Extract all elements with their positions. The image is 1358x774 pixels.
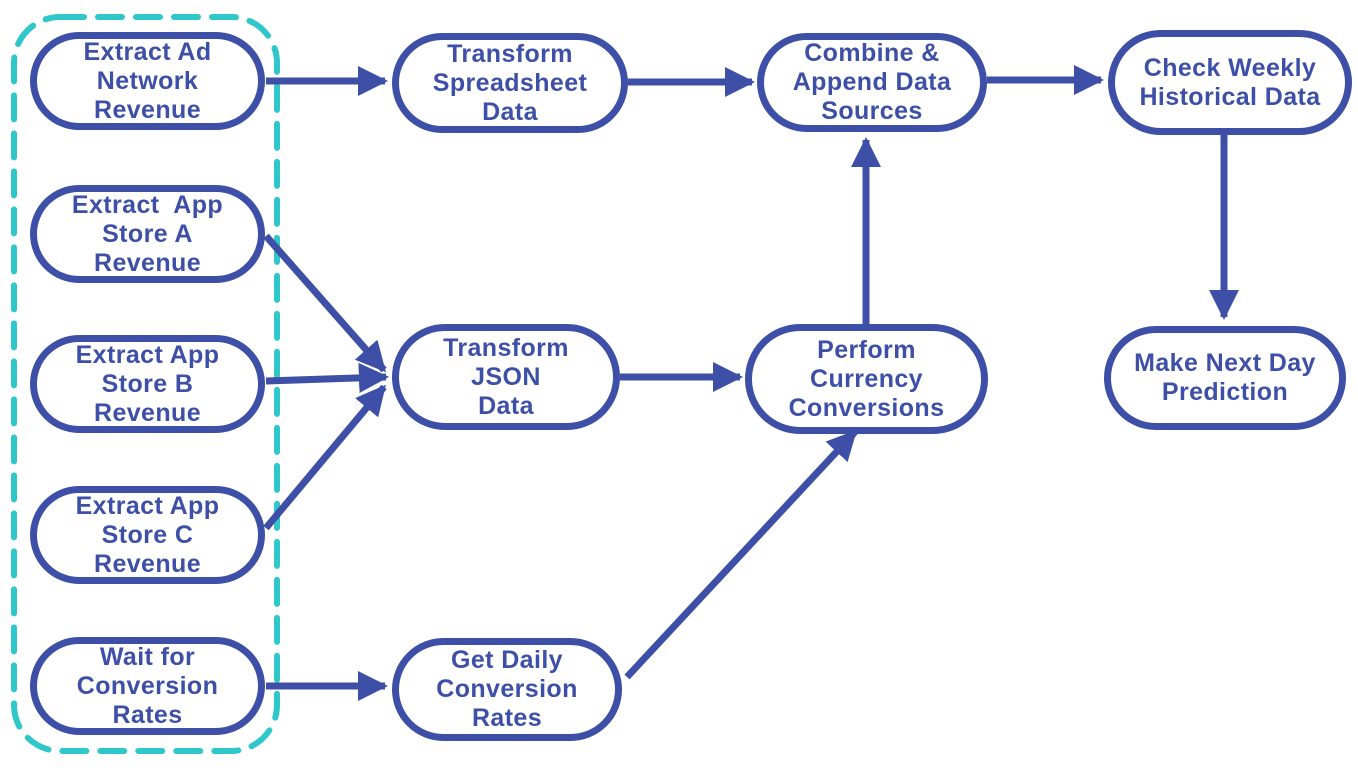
- edge-extract-c-to-transform-json: [263, 384, 387, 531]
- node-combine-append-data-sources: Combine & Append Data Sources: [757, 33, 987, 132]
- node-perform-currency-conversions: Perform Currency Conversions: [745, 324, 988, 434]
- node-get-daily-conversion-rates: Get Daily Conversion Rates: [392, 638, 622, 741]
- node-extract-app-store-c-revenue: Extract App Store C Revenue: [30, 486, 265, 584]
- node-make-next-day-prediction: Make Next Day Prediction: [1104, 326, 1346, 430]
- edge-extract-a-to-transform-json: [263, 233, 387, 373]
- node-extract-app-store-a-revenue: Extract App Store A Revenue: [30, 185, 265, 283]
- node-wait-for-conversion-rates: Wait for Conversion Rates: [30, 637, 265, 735]
- node-transform-spreadsheet-data: Transform Spreadsheet Data: [392, 33, 628, 133]
- edge-get-daily-to-perform-currency: [624, 429, 858, 680]
- node-extract-app-store-b-revenue: Extract App Store B Revenue: [30, 335, 265, 433]
- node-check-weekly-historical-data: Check Weekly Historical Data: [1108, 30, 1352, 135]
- node-transform-json-data: Transform JSON Data: [392, 324, 620, 430]
- edge-extract-b-to-transform-json: [265, 362, 390, 393]
- node-extract-ad-network-revenue: Extract Ad Network Revenue: [30, 32, 265, 130]
